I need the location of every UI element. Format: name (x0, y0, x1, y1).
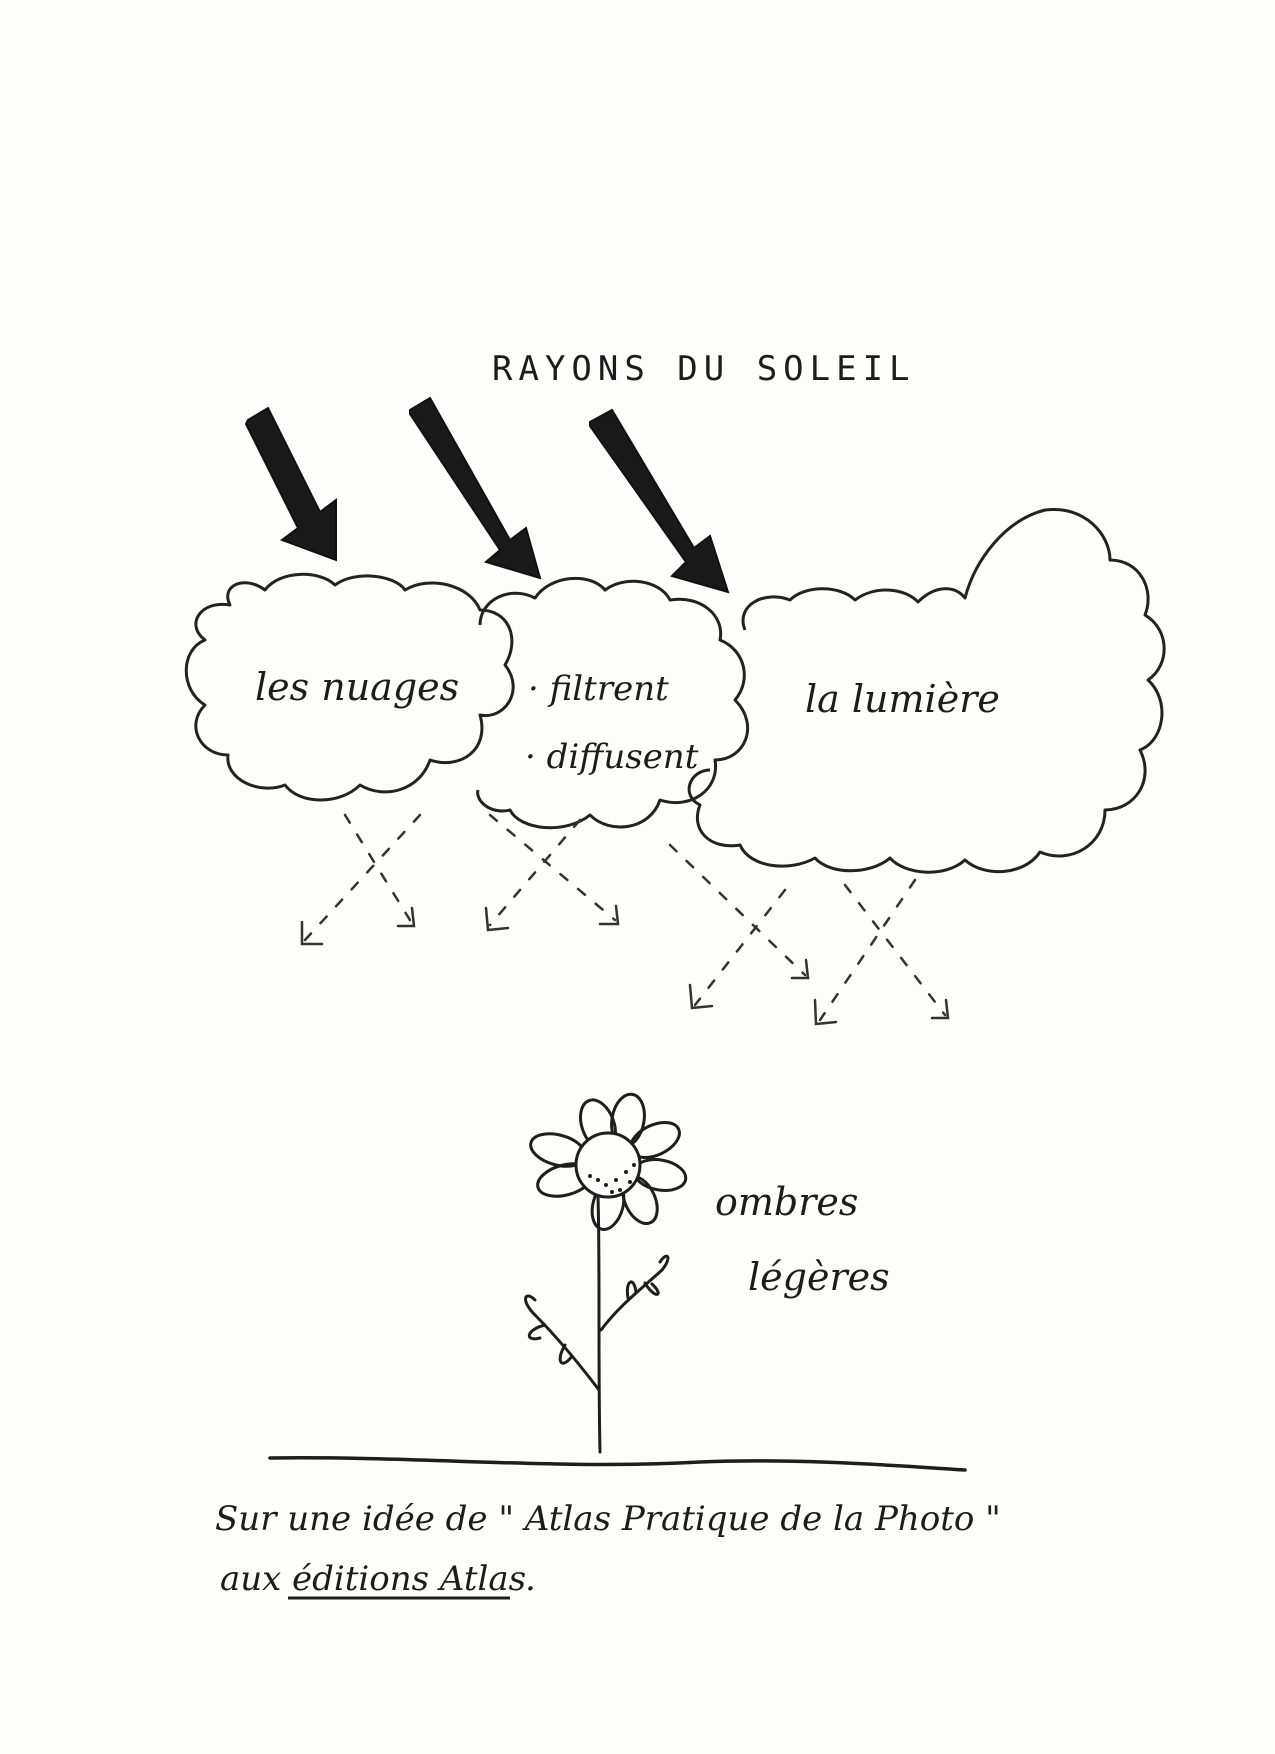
cloud-label-right: la lumière (805, 677, 1000, 721)
sun-rays (244, 396, 730, 594)
shadow-label-line2: légères (748, 1255, 890, 1299)
sun-ray-arrow (409, 396, 542, 580)
cloud-middle (476, 576, 750, 830)
flower-center (574, 1131, 642, 1199)
diagram-title: RAYONS DU SOLEIL (492, 349, 916, 389)
ground-line (268, 1456, 967, 1472)
cloud-right (687, 507, 1166, 874)
caption-line2-prefix: aux (220, 1559, 281, 1599)
flower-stem (596, 1195, 602, 1454)
sun-ray-arrow (589, 408, 730, 594)
shadow-label-line1: ombres (715, 1180, 858, 1224)
flower-branch-left (533, 1313, 601, 1392)
flower-illustration (524, 1092, 688, 1454)
cloud-label-left: les nuages (255, 665, 459, 709)
cloud-label-middle-2: · diffusent (525, 737, 699, 777)
flower-branch-right (599, 1268, 664, 1332)
cloud-left (184, 572, 515, 802)
cloud-label-middle-1: · filtrent (528, 669, 669, 709)
cloud-group (184, 507, 1166, 874)
caption-line1: Sur une idée de " Atlas Pratique de la P… (215, 1499, 1001, 1539)
diffused-rays (300, 813, 950, 1026)
flower-center-dots (588, 1163, 636, 1194)
sun-ray-arrow (244, 406, 337, 562)
caption-line2-suffix: . (525, 1559, 536, 1599)
caption-line2-publisher: éditions Atlas (292, 1559, 526, 1599)
